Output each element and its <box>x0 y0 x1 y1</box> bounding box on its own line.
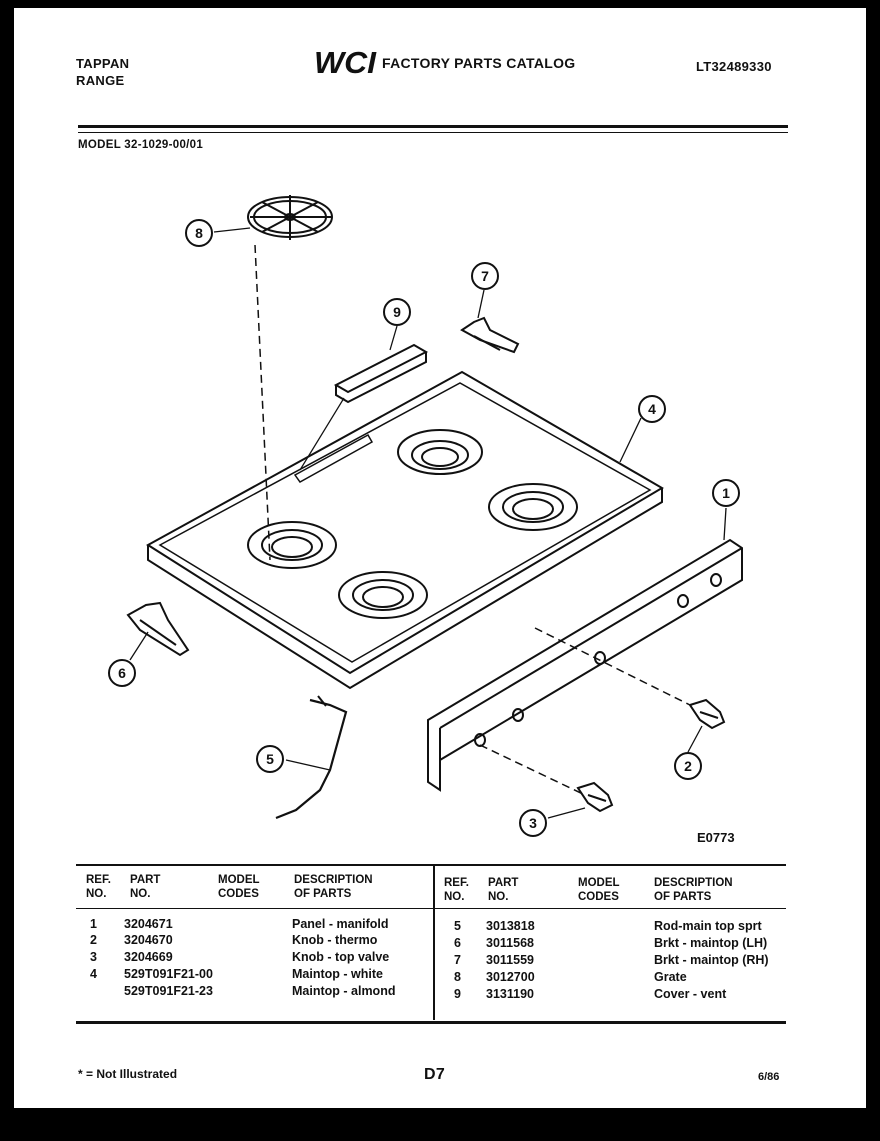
knob-top-valve <box>576 781 614 813</box>
brand-line-1: TAPPAN <box>76 56 130 71</box>
part-desc: Rod-main top sprt <box>654 919 762 933</box>
footnote: * = Not Illustrated <box>78 1067 178 1081</box>
callout-5-label: 5 <box>266 751 274 767</box>
manifold-panel <box>427 538 743 792</box>
ref-no: 2 <box>90 933 97 947</box>
part-no: 3011559 <box>486 953 534 967</box>
part-no: 3011568 <box>486 936 534 950</box>
callout-6 <box>108 659 136 687</box>
part-no: 3012700 <box>486 970 535 984</box>
burner-right <box>488 483 578 531</box>
callout-6-label: 6 <box>118 665 126 681</box>
ref-no: 7 <box>454 953 461 967</box>
callout-2-label: 2 <box>684 758 692 774</box>
ref-no: 4 <box>90 967 97 981</box>
knob-thermo <box>688 698 726 730</box>
part-desc: Brkt - maintop (LH) <box>654 936 768 950</box>
table-bottom-rule <box>76 1021 786 1024</box>
part-desc: Brkt - maintop (RH) <box>654 953 769 967</box>
ref-no: 1 <box>90 917 97 931</box>
ref-no: 8 <box>454 970 461 984</box>
part-no: 529T091F21-23 <box>124 984 213 998</box>
callout-9 <box>383 298 411 326</box>
callout-4-label: 4 <box>648 401 656 417</box>
support-rod <box>275 695 348 820</box>
wci-logo-text: WCI <box>314 45 377 78</box>
hdr-right-ref: REF.NO. <box>444 877 469 903</box>
maintop-outline <box>146 370 664 675</box>
table-divider <box>433 866 435 1020</box>
table-top-rule <box>76 864 786 866</box>
exploded-parts-diagram: 8 9 7 4 1 6 5 2 3 E0773 <box>108 195 743 845</box>
ref-no: 6 <box>454 936 461 950</box>
part-no: 3204671 <box>124 917 173 931</box>
part-desc: Grate <box>654 970 687 984</box>
callout-4 <box>638 395 666 423</box>
callout-8-label: 8 <box>195 225 203 241</box>
grate <box>247 195 333 240</box>
page-code: D7 <box>424 1066 446 1083</box>
burner-bottom-left <box>247 521 337 569</box>
callout-2 <box>674 752 702 780</box>
vent-cover <box>299 343 429 471</box>
figure-code: E0773 <box>697 830 735 845</box>
callout-9-label: 9 <box>393 304 401 320</box>
part-no: 3013818 <box>486 919 535 933</box>
wci-logo: WCI <box>314 45 377 78</box>
part-no: 3204669 <box>124 950 173 964</box>
ref-no: 5 <box>454 919 461 933</box>
callout-5 <box>256 745 284 773</box>
footer-date: 6/86 <box>758 1071 780 1083</box>
callout-7 <box>471 262 499 290</box>
part-desc: Knob - thermo <box>292 933 378 947</box>
part-desc: Cover - vent <box>654 987 727 1001</box>
part-no: 3204670 <box>124 933 173 947</box>
hdr-left-ref: REF.NO. <box>86 874 111 900</box>
catalog-title: FACTORY PARTS CATALOG <box>382 55 576 71</box>
burner-top-center <box>397 429 483 475</box>
callout-7-label: 7 <box>481 268 489 284</box>
header-rule-thin <box>78 132 788 133</box>
header-rule-thick <box>78 125 788 128</box>
burner-bottom-center <box>338 571 428 619</box>
header-bottom-rule <box>76 908 786 909</box>
ref-no: 9 <box>454 987 461 1001</box>
callout-8 <box>185 219 213 247</box>
part-desc: Maintop - almond <box>292 984 396 998</box>
callout-3-label: 3 <box>529 815 537 831</box>
part-no: 529T091F21-00 <box>124 967 213 981</box>
catalog-number: LT32489330 <box>696 59 772 74</box>
bracket-lh <box>126 601 190 657</box>
callout-1-label: 1 <box>722 485 730 501</box>
bracket-rh <box>460 316 520 354</box>
callout-3 <box>519 809 547 837</box>
part-desc: Panel - manifold <box>292 917 389 931</box>
part-desc: Knob - top valve <box>292 950 390 964</box>
part-no: 3131190 <box>486 987 534 1001</box>
model-line: MODEL 32-1029-00/01 <box>78 139 204 151</box>
brand-line-2: RANGE <box>76 73 125 88</box>
part-desc: Maintop - white <box>292 967 383 981</box>
ref-no: 3 <box>90 950 97 964</box>
callout-1 <box>712 479 740 507</box>
